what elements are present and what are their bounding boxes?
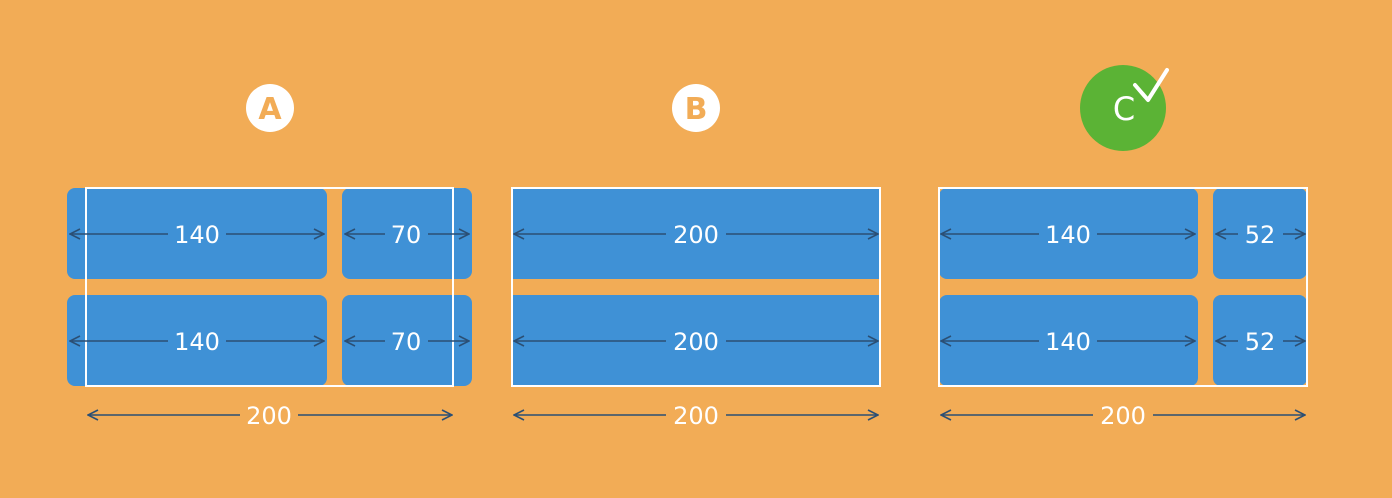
checkmark-icon (1133, 68, 1169, 102)
option-a-row1-right-label: 70 (391, 221, 422, 249)
option-a-row2-left-label: 140 (174, 328, 220, 356)
option-a-row1-right-box (342, 188, 472, 279)
option-c-row1-left-label: 140 (1045, 221, 1091, 249)
option-c-row2-left-label: 140 (1045, 328, 1091, 356)
option-c-row2-right-box (1213, 295, 1307, 386)
option-a-row2-left-box (67, 295, 327, 386)
option-c-width-label: 200 (1100, 402, 1146, 430)
option-a: A 140 70 140 70 200 (67, 84, 472, 430)
option-c: C 140 52 140 52 200 (938, 65, 1308, 430)
option-b-row1-label: 200 (673, 221, 719, 249)
option-b: B 200 200 200 (511, 84, 881, 430)
option-c-row2-left-box (939, 295, 1198, 386)
option-c-container-outline (938, 187, 1308, 387)
option-a-row2-right-box (342, 295, 472, 386)
option-c-row1-left-box (939, 188, 1198, 279)
option-a-row2-right-label: 70 (391, 328, 422, 356)
option-c-row1-right-box (1213, 188, 1307, 279)
option-b-letter: B (685, 92, 708, 127)
option-c-row1-right-label: 52 (1245, 221, 1276, 249)
option-a-container-outline (85, 187, 454, 387)
option-a-letter: A (258, 92, 282, 127)
option-a-row1-left-label: 140 (174, 221, 220, 249)
option-b-row2-label: 200 (673, 328, 719, 356)
option-c-row2-right-label: 52 (1245, 328, 1276, 356)
option-a-badge (246, 84, 294, 132)
option-b-badge (672, 84, 720, 132)
option-a-row1-left-box (67, 188, 327, 279)
option-b-container-outline (511, 187, 881, 387)
option-c-badge (1080, 65, 1166, 151)
option-a-width-label: 200 (246, 402, 292, 430)
option-b-width-label: 200 (673, 402, 719, 430)
option-c-letter: C (1113, 90, 1135, 128)
